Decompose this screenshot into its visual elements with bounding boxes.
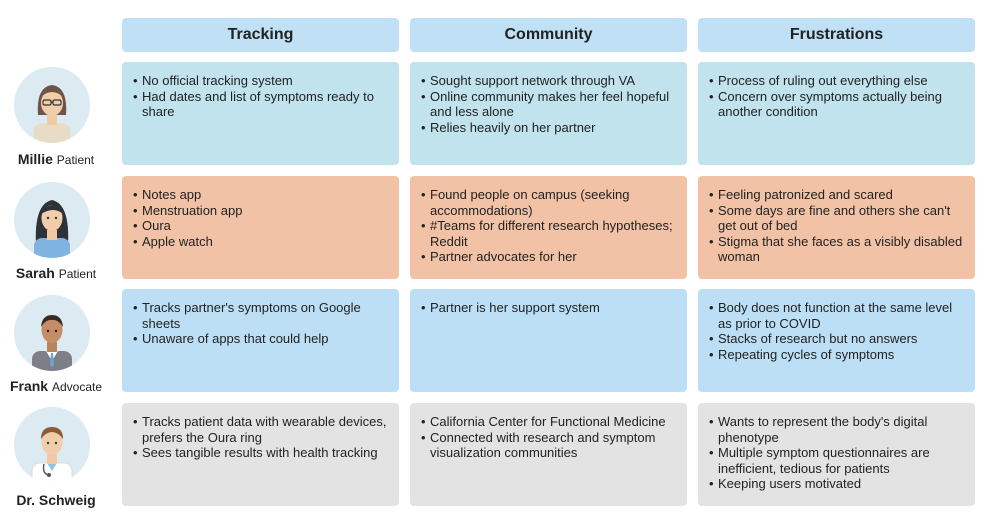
cell-frank-tracking: Tracks partner's symptoms on Google shee… [122, 289, 399, 392]
list-item: Sought support network through VA [421, 73, 677, 89]
column-header-frustrations: Frustrations [698, 18, 975, 52]
list-item: Tracks partner's symptoms on Google shee… [133, 300, 389, 331]
doctor-stethoscope-avatar-icon [14, 407, 90, 483]
persona-name-sarah: Sarah Patient [15, 265, 97, 281]
list-item: Had dates and list of symptoms ready to … [133, 89, 389, 120]
list-item: Online community makes her feel hopeful … [421, 89, 677, 120]
cell-schweig-frustrations: Wants to represent the body's digital ph… [698, 403, 975, 506]
list-item: Feeling patronized and scared [709, 187, 965, 203]
man-suit-avatar-icon [14, 295, 90, 371]
cell-sarah-community: Found people on campus (seeking accommod… [410, 176, 687, 279]
list-item: Oura [133, 218, 389, 234]
list-item: Sees tangible results with health tracki… [133, 445, 389, 461]
list-item: Apple watch [133, 234, 389, 250]
list-item: Concern over symptoms actually being ano… [709, 89, 965, 120]
woman-glasses-avatar-icon [14, 67, 90, 143]
list-item: Partner advocates for her [421, 249, 677, 265]
list-item: Notes app [133, 187, 389, 203]
list-item: Body does not function at the same level… [709, 300, 965, 331]
list-item: No official tracking system [133, 73, 389, 89]
list-item: Repeating cycles of symptoms [709, 347, 965, 363]
list-item: Partner is her support system [421, 300, 677, 316]
list-item: Relies heavily on her partner [421, 120, 677, 136]
persona-name-schweig: Dr. Schweig [16, 492, 96, 508]
list-item: Multiple symptom questionnaires are inef… [709, 445, 965, 476]
cell-sarah-frustrations: Feeling patronized and scared Some days … [698, 176, 975, 279]
persona-name-millie: Millie Patient [17, 151, 95, 167]
column-header-community: Community [410, 18, 687, 52]
cell-schweig-tracking: Tracks patient data with wearable device… [122, 403, 399, 506]
list-item: Unaware of apps that could help [133, 331, 389, 347]
cell-millie-tracking: No official tracking system Had dates an… [122, 62, 399, 165]
list-item: Connected with research and symptom visu… [421, 430, 677, 461]
list-item: California Center for Functional Medicin… [421, 414, 677, 430]
list-item: Process of ruling out everything else [709, 73, 965, 89]
list-item: Wants to represent the body's digital ph… [709, 414, 965, 445]
cell-millie-frustrations: Process of ruling out everything else Co… [698, 62, 975, 165]
list-item: Tracks patient data with wearable device… [133, 414, 389, 445]
list-item: Menstruation app [133, 203, 389, 219]
list-item: Some days are fine and others she can't … [709, 203, 965, 234]
cell-schweig-community: California Center for Functional Medicin… [410, 403, 687, 506]
list-item: Stacks of research but no answers [709, 331, 965, 347]
list-item: #Teams for different research hypotheses… [421, 218, 677, 249]
cell-millie-community: Sought support network through VA Online… [410, 62, 687, 165]
list-item: Found people on campus (seeking accommod… [421, 187, 677, 218]
cell-frank-frustrations: Body does not function at the same level… [698, 289, 975, 392]
list-item: Stigma that she faces as a visibly disab… [709, 234, 965, 265]
cell-sarah-tracking: Notes app Menstruation app Oura Apple wa… [122, 176, 399, 279]
list-item: Keeping users motivated [709, 476, 965, 492]
woman-long-hair-avatar-icon [14, 182, 90, 258]
cell-frank-community: Partner is her support system [410, 289, 687, 392]
column-header-tracking: Tracking [122, 18, 399, 52]
persona-name-frank: Frank Advocate [9, 378, 103, 394]
